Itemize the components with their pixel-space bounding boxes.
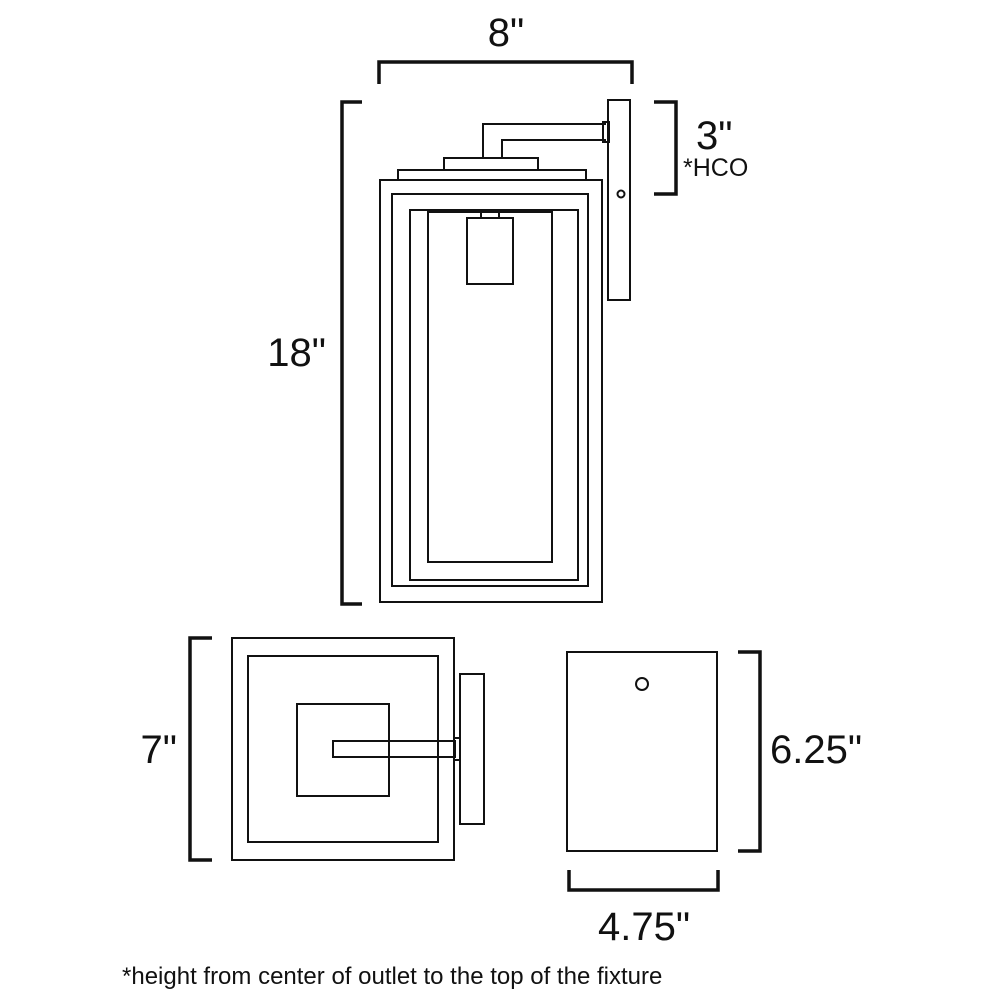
middle-frame	[391, 193, 589, 587]
inner-panel	[427, 211, 553, 563]
backplate-width-bracket	[567, 870, 720, 892]
backplate	[566, 651, 718, 852]
top-view-arm	[332, 740, 456, 758]
front-view	[379, 99, 631, 603]
backplate-height-label: 6.25"	[770, 728, 862, 772]
backplate-outlet-marker	[635, 677, 649, 691]
top-view	[231, 637, 485, 861]
top-view-inner-frame	[247, 655, 439, 843]
depth-bracket	[188, 636, 212, 862]
height-label: 18"	[267, 331, 326, 375]
width-bracket	[377, 60, 634, 84]
backplate-height-bracket	[738, 650, 762, 853]
top-view-wall-plate	[459, 673, 485, 825]
hco-note-label: *HCO	[683, 154, 748, 182]
hco-bracket	[654, 100, 678, 196]
arm-inner	[501, 139, 606, 158]
outer-frame	[379, 179, 603, 603]
arm-outer	[482, 123, 606, 158]
backplate-view	[566, 651, 718, 852]
outlet-marker	[616, 189, 626, 199]
wall-mount-plate	[607, 99, 631, 301]
hco-label: 3"	[696, 114, 732, 158]
top-plate	[397, 169, 587, 181]
height-bracket	[340, 100, 362, 606]
top-view-cap	[296, 703, 390, 797]
depth-label: 7"	[141, 728, 177, 772]
backplate-width-label: 4.75"	[598, 905, 690, 949]
bulb-socket	[466, 217, 514, 285]
footnote: *height from center of outlet to the top…	[122, 963, 662, 990]
width-label: 8"	[488, 11, 524, 55]
top-cap	[443, 157, 539, 171]
top-view-outer-frame	[231, 637, 455, 861]
